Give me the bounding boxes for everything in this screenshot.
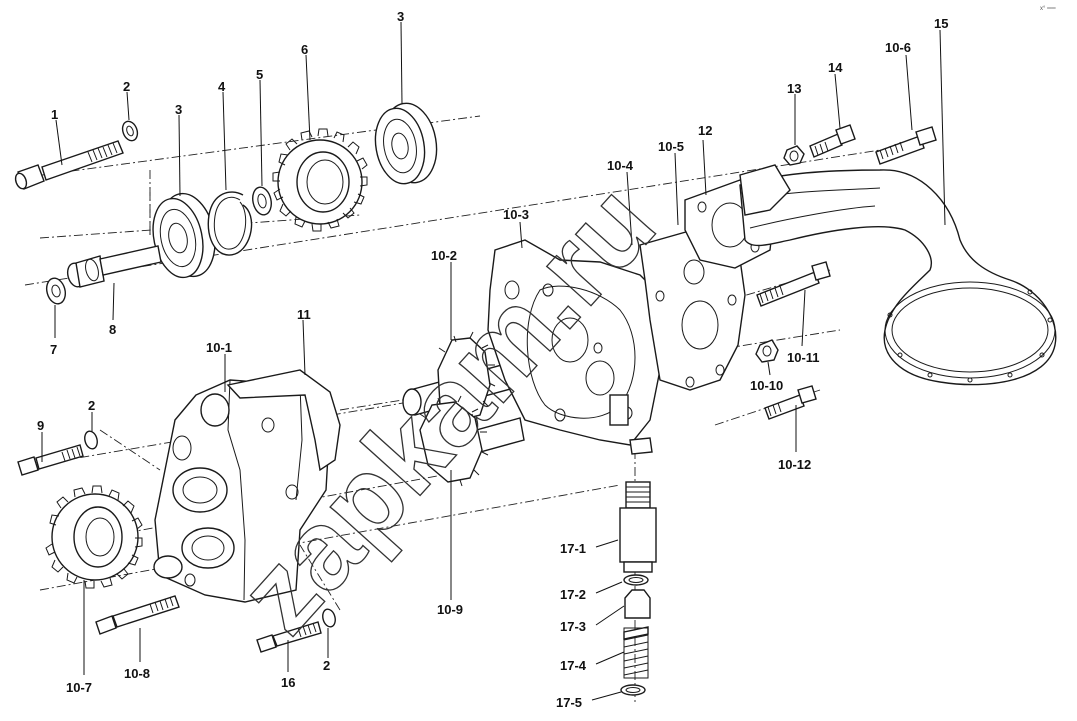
part-labels: 1 2 3 3 4 5 6 7 8 9 2 2 10-1 10-2 10-3 1… <box>37 6 1056 710</box>
label-17-2: 17-2 <box>560 587 586 602</box>
washer-7 <box>45 277 67 305</box>
plunger-17-3 <box>624 589 651 619</box>
label-3b: 3 <box>175 102 182 117</box>
gear-6 <box>272 128 368 232</box>
label-13: 13 <box>787 81 801 96</box>
bolt-16 <box>256 621 322 653</box>
gasket-11 <box>226 369 341 472</box>
label-17-1: 17-1 <box>560 541 586 556</box>
label-17-3: 17-3 <box>560 619 586 634</box>
gear-shaft-10-9 <box>419 395 525 487</box>
valve-17-1 <box>619 481 657 573</box>
pump-cover-10-1 <box>153 379 331 603</box>
label-9: 9 <box>37 418 44 433</box>
label-10-2: 10-2 <box>431 248 457 263</box>
label-10-7: 10-7 <box>66 680 92 695</box>
label-16: 16 <box>281 675 295 690</box>
label-6: 6 <box>301 42 308 57</box>
label-1: 1 <box>51 107 58 122</box>
label-10-6: 10-6 <box>885 40 911 55</box>
label-10-10: 10-10 <box>750 378 783 393</box>
label-8: 8 <box>109 322 116 337</box>
washer-2c <box>322 608 336 628</box>
bolt-10-8 <box>95 595 180 635</box>
label-5: 5 <box>256 67 263 82</box>
bolt-14 <box>809 124 856 158</box>
label-10-8: 10-8 <box>124 666 150 681</box>
label-12: 12 <box>698 123 712 138</box>
bolt-10-12 <box>764 385 817 420</box>
label-10-4: 10-4 <box>607 158 634 173</box>
label-10-11: 10-11 <box>787 350 820 365</box>
label-11: 11 <box>297 307 311 322</box>
shaft-8 <box>66 245 162 288</box>
spring-17-4 <box>623 626 649 679</box>
label-4: 4 <box>218 79 226 94</box>
washer-2a <box>121 120 139 142</box>
label-2b: 2 <box>88 398 95 413</box>
bearing-3a <box>374 102 438 185</box>
pump-body-10-3 <box>487 239 669 455</box>
label-2a: 2 <box>123 79 130 94</box>
bolt-10-6 <box>875 126 937 165</box>
snap-ring-4 <box>207 191 253 256</box>
label-10-1: 10-1 <box>206 340 232 355</box>
label-10-5: 10-5 <box>658 139 684 154</box>
washer-2b <box>84 430 98 450</box>
label-3a: 3 <box>397 9 404 24</box>
suction-pipe-15 <box>739 164 1057 386</box>
strainer-rivets <box>887 289 1053 383</box>
leader-lines <box>41 21 946 701</box>
label-17-5: 17-5 <box>556 695 582 710</box>
gear-10-7 <box>45 485 143 589</box>
bearing-3b <box>152 192 216 279</box>
ring-17-2 <box>623 574 649 586</box>
bolt-9 <box>17 444 84 476</box>
label-10-9: 10-9 <box>437 602 463 617</box>
nut-13 <box>783 145 805 166</box>
label-2c: 2 <box>323 658 330 673</box>
bolt-1 <box>14 140 124 190</box>
label-14: 14 <box>828 60 843 75</box>
ring-17-5 <box>620 684 646 696</box>
label-7: 7 <box>50 342 57 357</box>
label-15: 15 <box>934 16 948 31</box>
label-10-3: 10-3 <box>503 207 529 222</box>
bolt-10-11 <box>756 261 831 307</box>
washer-5 <box>252 186 272 216</box>
label-10-12: 10-12 <box>778 457 811 472</box>
nut-10-10 <box>755 339 779 363</box>
corner-mark: x° ══ <box>1040 6 1056 12</box>
label-17-4: 17-4 <box>560 658 587 673</box>
